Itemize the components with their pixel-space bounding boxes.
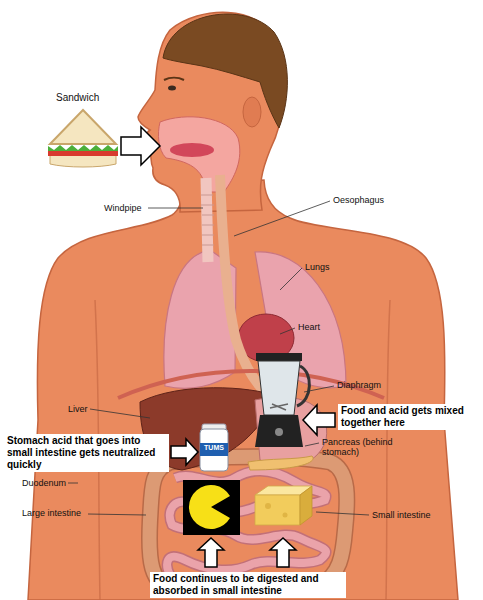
part-label: Sandwich xyxy=(56,92,99,104)
pacman-picture xyxy=(183,480,240,535)
hair xyxy=(163,14,287,128)
eye xyxy=(168,86,176,91)
callout-box: Food and acid gets mixed together here xyxy=(338,404,479,430)
block-arrow xyxy=(121,127,160,165)
small-intestine xyxy=(167,471,326,575)
eyebrow xyxy=(164,78,184,80)
mouth-cavity xyxy=(158,117,239,192)
sandwich-picture xyxy=(48,110,118,167)
block-arrow xyxy=(270,538,296,567)
part-label: Lungs xyxy=(305,262,330,272)
torso xyxy=(28,180,458,600)
ear xyxy=(243,97,261,127)
arm-crease xyxy=(386,300,390,600)
callout-text: Food and acid gets mixed together here xyxy=(341,405,476,429)
large-intestine xyxy=(149,457,346,590)
part-label: Windpipe xyxy=(104,203,142,213)
part-label: Diaphragm xyxy=(337,380,381,390)
part-label: Pancreas (behind stomach) xyxy=(322,437,396,458)
part-label: Duodenum xyxy=(22,478,66,488)
callout-box: Stomach acid that goes into small intest… xyxy=(4,434,169,472)
windpipe-rings xyxy=(201,195,214,245)
tongue xyxy=(170,143,214,157)
part-label: Oesophagus xyxy=(333,195,384,205)
cheese-picture xyxy=(255,486,312,525)
block-arrow xyxy=(303,405,335,435)
brand-label: TUMS xyxy=(200,444,228,452)
part-label: Heart xyxy=(298,322,320,332)
part-label: Small intestine xyxy=(372,510,431,520)
callout-text: Food continues to be digested and absorb… xyxy=(153,573,343,597)
block-arrow xyxy=(171,439,198,465)
tums-bottle xyxy=(200,424,228,471)
blender-picture xyxy=(255,353,309,447)
large-intestine xyxy=(149,457,346,590)
part-label: Liver xyxy=(68,404,88,414)
pancreas xyxy=(248,456,313,470)
part-label: Large intestine xyxy=(22,508,81,518)
callout-box: Food continues to be digested and absorb… xyxy=(150,572,346,598)
small-intestine xyxy=(167,471,326,575)
block-arrow xyxy=(198,538,224,567)
callout-text: Stomach acid that goes into small intest… xyxy=(7,435,166,471)
windpipe xyxy=(206,178,208,262)
